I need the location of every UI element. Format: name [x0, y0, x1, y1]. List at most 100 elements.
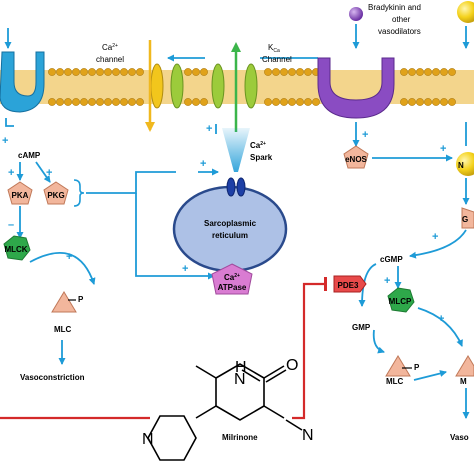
membrane-heads-bottom: [48, 98, 456, 106]
lipid-head: [288, 68, 296, 76]
lipid-head: [80, 98, 88, 106]
lipid-head: [272, 98, 280, 106]
sign-plus-pkg: +: [46, 167, 52, 179]
lipid-head: [120, 98, 128, 106]
mol-n1-label: N: [234, 371, 246, 388]
lipid-head: [432, 98, 440, 106]
methyl-bond: [195, 365, 217, 379]
lipid-head: [56, 98, 64, 106]
lipid-head: [56, 68, 64, 76]
pka-node: [7, 181, 33, 205]
lipid-head: [312, 98, 320, 106]
lipid-head: [104, 68, 112, 76]
nitrile-bond: [263, 405, 285, 419]
lipid-head: [280, 98, 288, 106]
pkg-node: [43, 181, 69, 205]
mlck-label: MLCK: [4, 245, 27, 254]
lipid-head: [416, 68, 424, 76]
gc-partial-label: G: [462, 215, 468, 224]
sign-plus-camp: +: [2, 135, 8, 147]
bradykinin-label-1: Bradykinin and: [368, 3, 421, 12]
gc-node: [461, 207, 474, 229]
no-molecule: [456, 152, 474, 176]
mol-cn-label: N: [302, 427, 314, 444]
milrinone-structure: [147, 363, 303, 461]
mol-o-label: O: [286, 357, 298, 374]
m-partial-label: M: [460, 377, 467, 386]
lipid-head: [128, 98, 136, 106]
lipid-head: [48, 98, 56, 106]
lipid-head: [408, 68, 416, 76]
sign-plus-mlcp: +: [384, 275, 390, 287]
lipid-head: [288, 98, 296, 106]
receptor-right: [317, 57, 395, 119]
arrow-gc-to-cgmp: [409, 229, 467, 259]
membrane-heads-top: [48, 68, 456, 76]
ca-channel-label: Ca2+: [102, 43, 118, 52]
lipid-head: [64, 68, 72, 76]
mlcp-label: MLCP: [389, 297, 412, 306]
lipid-head: [432, 68, 440, 76]
pyridine-ring: [147, 415, 197, 461]
lipid-head: [64, 98, 72, 106]
sign-plus-atpase: +: [182, 263, 188, 275]
sign-plus-pka: +: [8, 167, 14, 179]
sign-minus-mlck: –: [8, 219, 14, 231]
lipid-head: [136, 68, 144, 76]
lipid-head: [296, 68, 304, 76]
phosphate-left: P: [78, 295, 84, 304]
lipid-head: [200, 98, 208, 106]
lipid-head: [104, 98, 112, 106]
kca-channel: [211, 42, 258, 132]
kca-subunit-2: [244, 63, 258, 109]
lipid-head: [296, 98, 304, 106]
arrow-cgmp-to-gmp: [358, 263, 377, 307]
milrinone-label: Milrinone: [222, 433, 258, 442]
lipid-head: [440, 98, 448, 106]
lipid-head: [200, 68, 208, 76]
lipid-head: [400, 98, 408, 106]
ryanodine-receptor-2: [236, 177, 246, 197]
lipid-head: [192, 68, 200, 76]
lipid-head: [120, 68, 128, 76]
pka-label: PKA: [12, 191, 29, 200]
sign-plus-mlc: +: [66, 251, 72, 263]
lipid-head: [424, 98, 432, 106]
camp-label: cAMP: [18, 151, 41, 160]
kca-subunit-1: [211, 63, 225, 109]
lipid-head: [96, 68, 104, 76]
lipid-head: [448, 68, 456, 76]
enos-label: eNOS: [345, 155, 367, 164]
lipid-head: [96, 98, 104, 106]
arrow-mlck-to-mlcp: [29, 252, 96, 285]
sign-plus-spark: +: [206, 123, 212, 135]
sr-label-1: Sarcoplasmic: [204, 219, 257, 228]
ca-spark-label-2: Spark: [250, 153, 273, 162]
lipid-head: [408, 98, 416, 106]
enos-node: [343, 145, 369, 169]
sign-plus-enos: +: [362, 129, 368, 141]
mlck-node: [3, 235, 31, 261]
lipid-head: [272, 68, 280, 76]
mlc-right-label: MLC: [386, 377, 404, 386]
atpase-label: Ca2+: [224, 273, 240, 282]
mlc-partial-node: [455, 355, 474, 377]
vasoconstriction-label: Vasoconstriction: [20, 373, 85, 382]
lipid-head: [80, 68, 88, 76]
no-partial-label: N: [458, 161, 464, 170]
lipid-head: [280, 68, 288, 76]
ca-channel-subunit-2: [170, 63, 184, 109]
k-efflux-arrowhead: [231, 42, 241, 52]
calcium-spark: [222, 128, 250, 172]
lipid-head: [448, 98, 456, 106]
sarcoplasmic-reticulum: [172, 185, 288, 273]
receptor-left: [0, 51, 45, 113]
lipid-head: [112, 68, 120, 76]
pde3-label: PDE3: [338, 281, 359, 290]
ring-double-bond: [241, 369, 261, 382]
mol-n2-label: N: [142, 431, 154, 448]
kca-label: KCa: [268, 43, 280, 54]
lipid-head: [48, 68, 56, 76]
ca-channel-subunit-1: [150, 63, 164, 109]
